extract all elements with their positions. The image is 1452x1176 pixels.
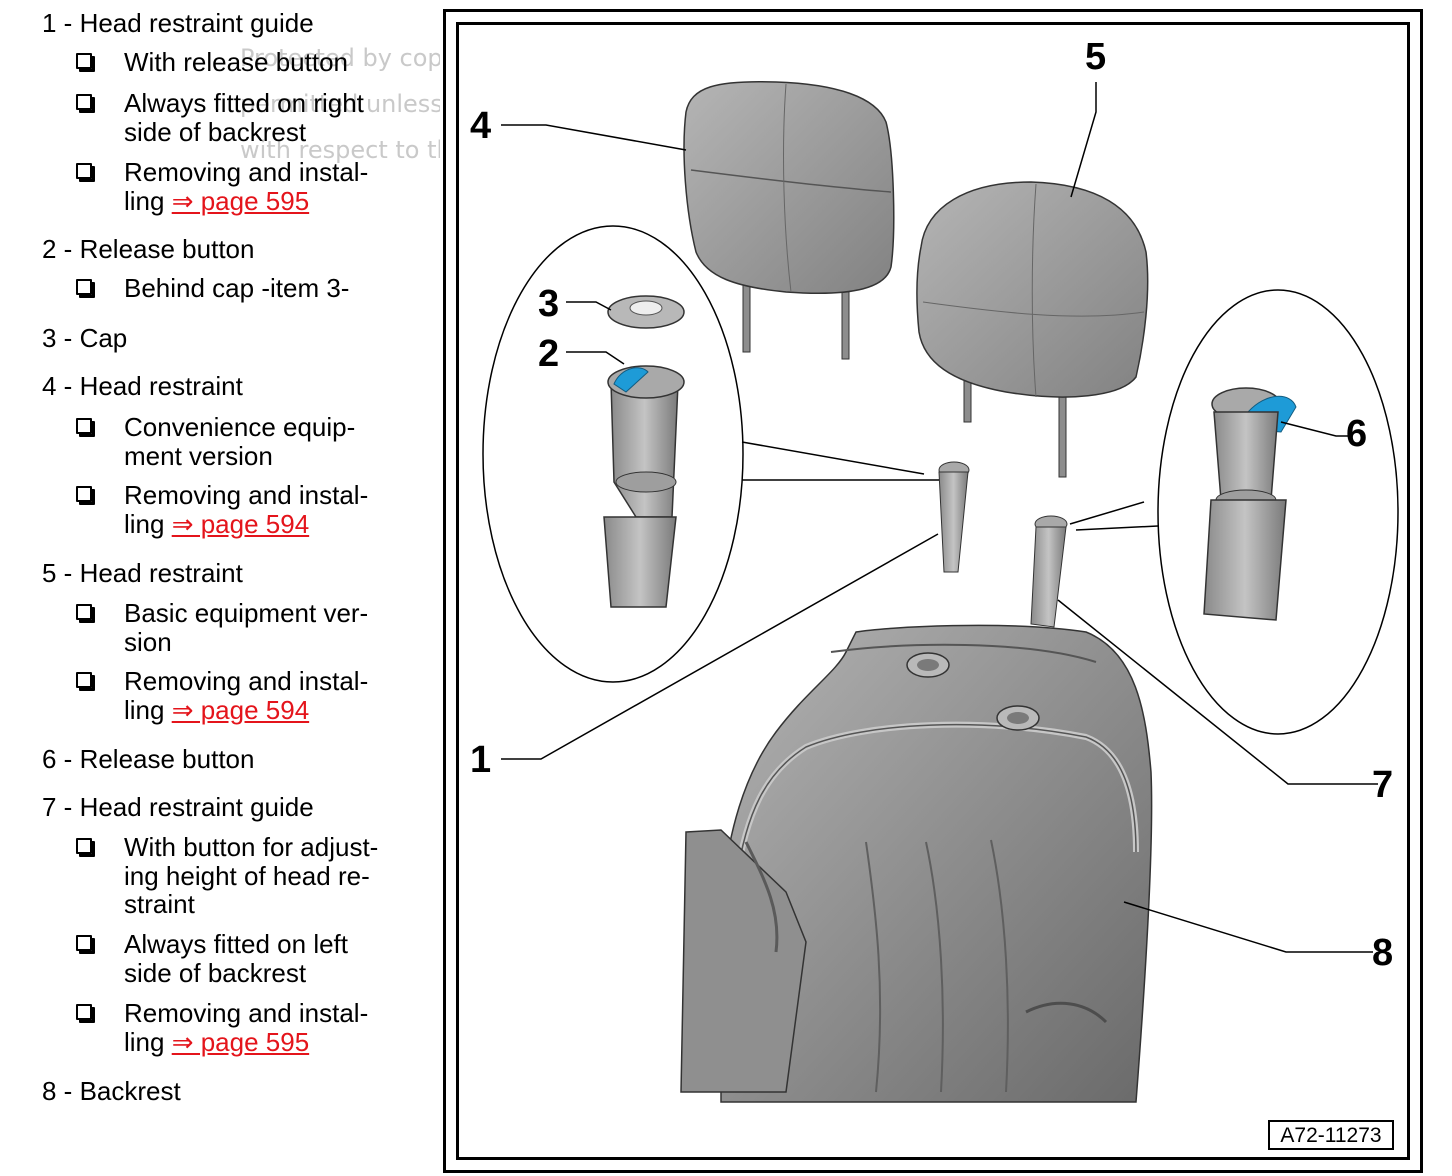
guide-small-right xyxy=(1030,515,1068,628)
checkbox-bullet-icon xyxy=(76,486,92,502)
legend-item-2-heading: 2 - Release button xyxy=(42,234,255,264)
checkbox-bullet-icon xyxy=(76,604,92,620)
callout-4: 4 xyxy=(470,105,491,147)
checkbox-bullet-icon xyxy=(76,838,92,854)
callout-7: 7 xyxy=(1372,764,1393,806)
figure-inner-border xyxy=(456,22,1410,1160)
page-link[interactable]: ⇒ page 594 xyxy=(171,694,310,725)
watermark-line-2: permitted unless xyxy=(240,90,440,118)
parts-legend: Protected by copy permitted unless with … xyxy=(0,0,440,1175)
legend-item-8-heading: 8 - Backrest xyxy=(42,1076,181,1106)
bullet-text: Removing and instal-ling ⇒ page 595 xyxy=(124,998,369,1057)
page-link[interactable]: ⇒ page 595 xyxy=(171,185,310,216)
checkbox-bullet-icon xyxy=(76,279,92,295)
bullet-text: Convenience equip-ment version xyxy=(124,412,356,471)
guide-small-left xyxy=(938,461,970,573)
bullet-text: Removing and instal-ling ⇒ page 594 xyxy=(124,480,369,539)
exploded-view-drawing: 1 2 3 4 5 6 7 8 xyxy=(470,36,1399,1103)
checkbox-bullet-icon xyxy=(76,94,92,110)
callout-labels: 1 2 3 4 5 6 7 8 xyxy=(470,36,1393,974)
callout-2: 2 xyxy=(538,333,559,375)
callout-8: 8 xyxy=(1372,932,1393,974)
backrest-part xyxy=(680,624,1153,1103)
legend-item-5-heading: 5 - Head restraint xyxy=(42,558,243,588)
checkbox-bullet-icon xyxy=(76,1004,92,1020)
legend-item-6-heading: 6 - Release button xyxy=(42,744,255,774)
watermark-line-1: Protected by copy xyxy=(240,44,440,72)
callout-3: 3 xyxy=(538,283,559,325)
checkbox-bullet-icon xyxy=(76,163,92,179)
bullet-text: With button for adjust-ing height of hea… xyxy=(124,832,379,919)
bullet-text: Removing and instal-ling ⇒ page 595 xyxy=(124,157,369,216)
callout-1: 1 xyxy=(470,739,491,781)
checkbox-bullet-icon xyxy=(76,418,92,434)
legend-item-7-heading: 7 - Head restraint guide xyxy=(42,792,314,822)
head-restraint-basic-part xyxy=(916,181,1149,478)
bullet-text: With release button xyxy=(124,47,349,77)
page-link[interactable]: ⇒ page 594 xyxy=(171,508,310,539)
exploded-view-figure: 1 2 3 4 5 6 7 8 A72-11273 xyxy=(443,9,1423,1173)
callout-5: 5 xyxy=(1085,36,1106,78)
bullet-text: Removing and instal-ling ⇒ page 594 xyxy=(124,666,369,725)
legend-item-3-heading: 3 - Cap xyxy=(42,323,128,353)
leader-lines xyxy=(501,82,1378,953)
figure-code: A72-11273 xyxy=(1268,1120,1394,1150)
checkbox-bullet-icon xyxy=(76,53,92,69)
callout-6: 6 xyxy=(1346,413,1367,455)
detail-ellipse-left xyxy=(482,225,744,683)
bullet-text: Behind cap -item 3- xyxy=(124,273,350,303)
checkbox-bullet-icon xyxy=(76,935,92,951)
page-link[interactable]: ⇒ page 595 xyxy=(171,1026,310,1057)
head-restraint-convenience-part xyxy=(683,80,895,360)
checkbox-bullet-icon xyxy=(76,672,92,688)
legend-item-1-heading: 1 - Head restraint guide xyxy=(42,8,314,38)
detail-ellipse-right xyxy=(1157,289,1399,735)
legend-item-4-heading: 4 - Head restraint xyxy=(42,371,243,401)
bullet-text: Basic equipment ver-sion xyxy=(124,598,369,657)
watermark-line-3: with respect to th xyxy=(240,136,440,164)
